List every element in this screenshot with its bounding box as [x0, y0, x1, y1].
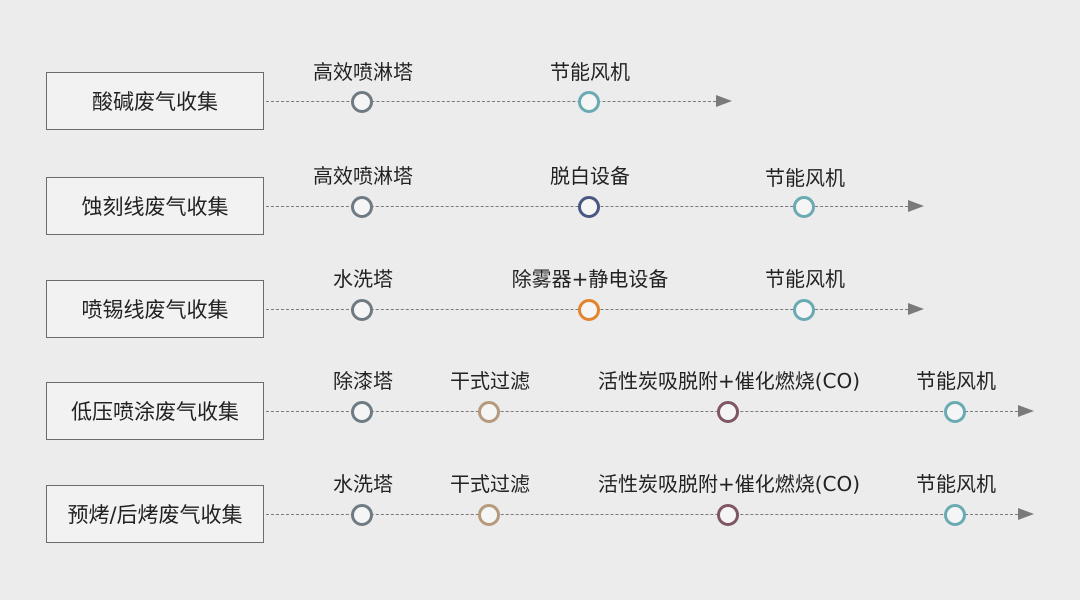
flow-node-marker [944, 401, 966, 423]
flow-row-tin-spray: 喷锡线废气收集 水洗塔 除雾器+静电设备 节能风机 [0, 267, 1080, 350]
row-title-box: 蚀刻线废气收集 [46, 177, 264, 235]
flow-node-marker [351, 504, 373, 526]
flow-line [266, 101, 716, 102]
flow-node-label: 活性炭吸脱附+催化燃烧(CO) [597, 472, 861, 496]
flow-row-low-pressure-spray: 低压喷涂废气收集 除漆塔 干式过滤 活性炭吸脱附+催化燃烧(CO) 节能风机 [0, 369, 1080, 452]
flow-node-marker [578, 91, 600, 113]
row-title-box: 预烤/后烤废气收集 [46, 485, 264, 543]
flow-node-marker [478, 504, 500, 526]
flow-node-label: 干式过滤 [450, 369, 530, 393]
row-title-box: 酸碱废气收集 [46, 72, 264, 130]
flow-node-marker [478, 401, 500, 423]
flow-node-marker [351, 401, 373, 423]
flow-node-label: 节能风机 [550, 60, 630, 84]
flow-node-marker [578, 196, 600, 218]
flow-row-pre-post-bake: 预烤/后烤废气收集 水洗塔 干式过滤 活性炭吸脱附+催化燃烧(CO) 节能风机 [0, 472, 1080, 555]
flow-row-etching: 蚀刻线废气收集 高效喷淋塔 脱白设备 节能风机 [0, 164, 1080, 247]
arrow-head-icon [1018, 405, 1034, 417]
flow-node-marker [717, 401, 739, 423]
flow-node-marker [351, 299, 373, 321]
flow-line [266, 411, 1018, 412]
flow-node-marker [578, 299, 600, 321]
flow-row-acid-alkali: 酸碱废气收集 高效喷淋塔 节能风机 [0, 60, 1080, 142]
flow-node-label: 脱白设备 [550, 164, 630, 188]
flow-node-label: 水洗塔 [333, 267, 393, 291]
flow-node-marker [793, 299, 815, 321]
flow-line [266, 514, 1018, 515]
flow-node-label: 节能风机 [916, 472, 996, 496]
arrow-head-icon [908, 200, 924, 212]
flow-node-marker [793, 196, 815, 218]
flow-node-label: 水洗塔 [333, 472, 393, 496]
flow-node-label: 高效喷淋塔 [313, 164, 413, 188]
arrow-head-icon [908, 303, 924, 315]
flow-node-label: 除漆塔 [333, 369, 393, 393]
flow-node-marker [717, 504, 739, 526]
flow-node-label: 高效喷淋塔 [313, 60, 413, 84]
flow-node-marker [351, 91, 373, 113]
arrow-head-icon [716, 95, 732, 107]
flow-node-label: 干式过滤 [450, 472, 530, 496]
flow-node-marker [944, 504, 966, 526]
row-title-box: 喷锡线废气收集 [46, 280, 264, 338]
flow-node-label: 节能风机 [916, 369, 996, 393]
flow-node-marker [351, 196, 373, 218]
arrow-head-icon [1018, 508, 1034, 520]
flow-node-label: 除雾器+静电设备 [511, 267, 669, 291]
row-title-box: 低压喷涂废气收集 [46, 382, 264, 440]
flow-node-label: 活性炭吸脱附+催化燃烧(CO) [597, 369, 861, 393]
flow-node-label: 节能风机 [765, 166, 845, 190]
flow-node-label: 节能风机 [765, 267, 845, 291]
